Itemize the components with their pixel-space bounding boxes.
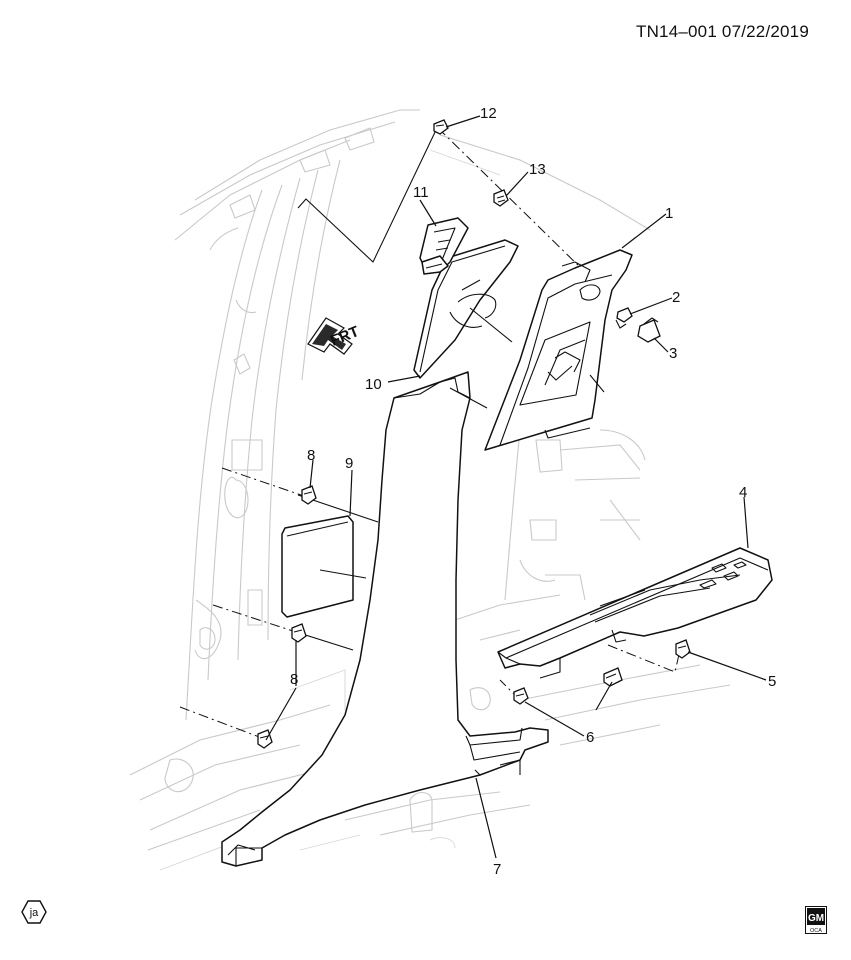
- gm-logo-subtext: OCA: [810, 928, 822, 934]
- callout-5: 5: [768, 673, 776, 690]
- callout-labels: 1 2 3 4 5 6 7 8 8 9 10 11 12 13: [290, 105, 776, 878]
- gm-logo-icon: GM OCA: [805, 906, 827, 934]
- callout-4: 4: [739, 484, 747, 501]
- callout-9: 9: [345, 455, 353, 472]
- vehicle-body-background: [129, 109, 731, 871]
- part-8-clip-upper: [301, 485, 317, 505]
- part-11-guide-bracket: [419, 217, 469, 275]
- front-direction-arrow-icon: [307, 317, 353, 355]
- callout-6: 6: [586, 729, 594, 746]
- gm-logo-text: GM: [808, 913, 824, 924]
- part-12-clip: [433, 119, 449, 135]
- part-9-trim-insert: [281, 515, 367, 618]
- alignment-lines: [179, 127, 681, 739]
- part-7-lower-pillar-trim: [221, 371, 549, 867]
- ja-badge-label: ja: [29, 907, 39, 919]
- part-5-clip: [675, 639, 691, 659]
- callout-13: 13: [529, 161, 546, 178]
- part-6-clip-left: [513, 687, 529, 705]
- callout-2: 2: [672, 289, 680, 306]
- callout-7: 7: [493, 861, 501, 878]
- callout-3: 3: [669, 345, 677, 362]
- part-1-center-pillar-upper-trim: [484, 249, 633, 451]
- callout-8-upper: 8: [307, 447, 315, 464]
- ja-hexagon-icon: ja: [21, 900, 47, 924]
- callout-1: 1: [665, 205, 673, 222]
- part-6-clip-right: [603, 667, 623, 687]
- part-10-upper-pillar-cover: [413, 239, 519, 379]
- callout-leaders: [265, 115, 767, 859]
- callout-11: 11: [413, 184, 429, 201]
- callout-8-lower: 8: [290, 671, 298, 688]
- document-id: TN14–001 07/22/2019: [636, 22, 809, 41]
- part-13-clip: [493, 189, 509, 207]
- part-3-retainer: [637, 317, 661, 343]
- part-4-sill-plate: [497, 547, 773, 679]
- part-8-clip-middle: [291, 623, 307, 643]
- callout-12: 12: [480, 105, 497, 122]
- callout-10: 10: [365, 376, 382, 393]
- part-2-screw: [615, 307, 633, 329]
- part-12-leader-bracket: [297, 127, 438, 263]
